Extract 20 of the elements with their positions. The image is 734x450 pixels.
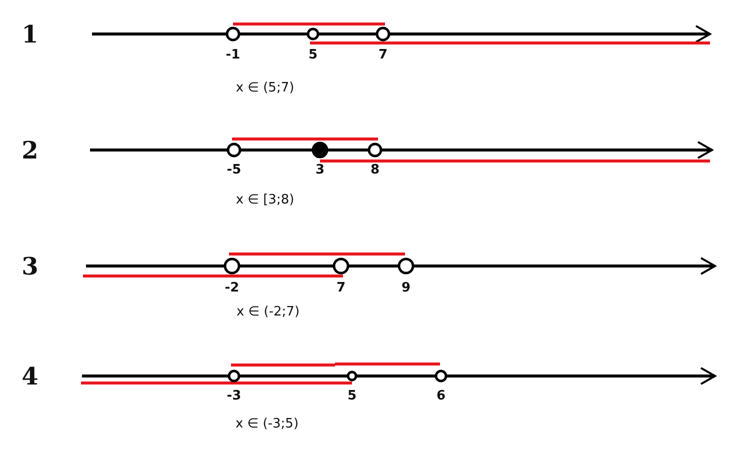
tick-label: 5 (347, 388, 357, 404)
row-number: 3 (22, 252, 38, 280)
interval-answer: x ∈ [3;8) (236, 192, 294, 208)
tick-label: 7 (378, 48, 388, 62)
tick-label: -3 (226, 388, 242, 404)
interval-answer: x ∈ (-2;7) (236, 304, 300, 320)
row-number: 1 (22, 20, 38, 48)
tick-label: 5 (308, 48, 318, 62)
row-number: 4 (22, 362, 38, 390)
interval-answer: x ∈ (5;7) (236, 80, 294, 96)
tick-label: -1 (226, 48, 240, 62)
tick-label: 3 (315, 162, 325, 178)
interval-answer: x ∈ (-3;5) (235, 416, 299, 432)
tick-label: 7 (336, 280, 346, 296)
tick-label: 6 (436, 388, 446, 404)
tick-label: -5 (226, 162, 242, 178)
tick-label: 9 (401, 280, 411, 296)
row-number: 2 (22, 136, 38, 164)
tick-label: 8 (370, 162, 380, 178)
tick-label: -2 (224, 280, 240, 296)
